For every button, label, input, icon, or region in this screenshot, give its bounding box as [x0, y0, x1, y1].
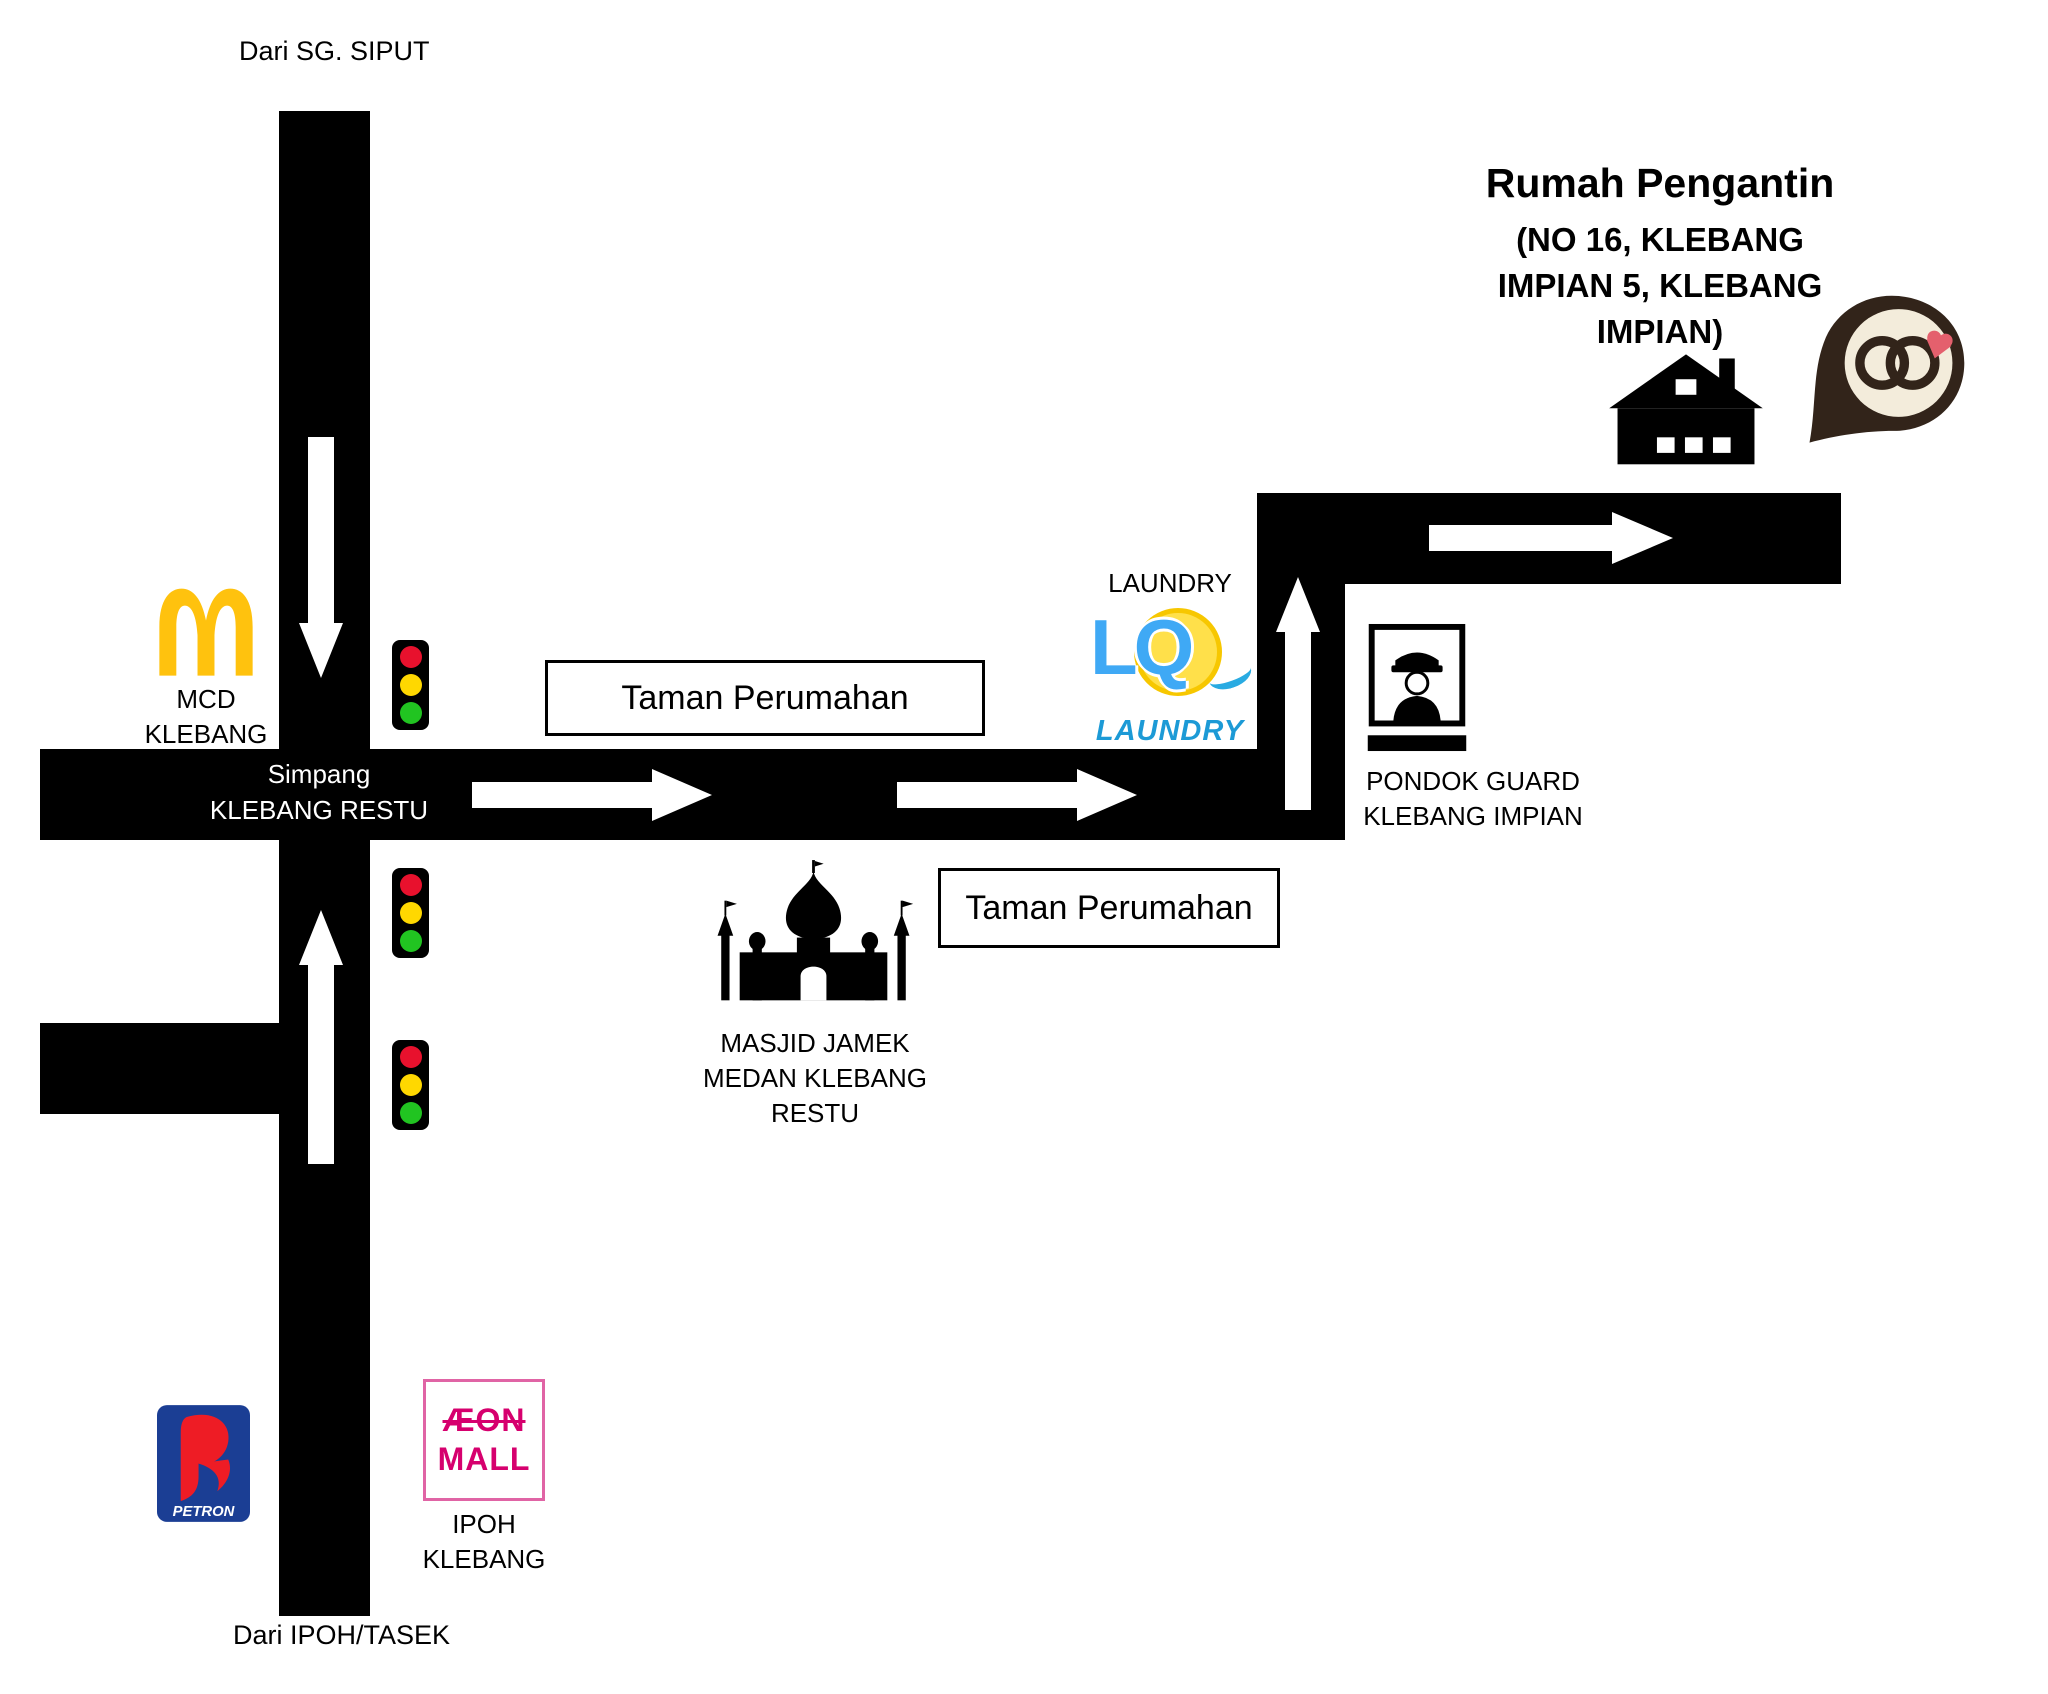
petron-wordmark: PETRON [173, 1504, 235, 1520]
guard-post-caption-line: KLEBANG IMPIAN [1363, 801, 1583, 832]
guard-post-caption-line: PONDOK GUARD [1366, 766, 1580, 796]
traffic-light-red-lamp [399, 874, 422, 896]
road-vertical-main [279, 111, 370, 1616]
laundry-caption: LAUNDRY [1108, 568, 1232, 598]
junction-label-line: KLEBANG RESTU [209, 795, 429, 826]
aeon-wordmark-line: MALL [437, 1441, 531, 1477]
mcd-caption: MCD KLEBANG [139, 682, 273, 752]
aeon-mall-logo: ÆON MALL [423, 1379, 545, 1501]
taman-perumahan-box-bottom: Taman Perumahan [938, 868, 1280, 948]
destination-title: Rumah Pengantin [1485, 160, 1835, 206]
mosque-caption-line: RESTU [770, 1098, 860, 1129]
guard-post-caption: PONDOK GUARD KLEBANG IMPIAN [1358, 764, 1588, 834]
traffic-light-red-lamp [399, 646, 422, 668]
arrow-right-icon [897, 769, 1137, 821]
house-icon [1609, 354, 1763, 465]
origin-top-label: Dari SG. SIPUT [239, 36, 430, 66]
taman-perumahan-box-top: Taman Perumahan [545, 660, 985, 736]
laundry-logo: LQ LAUNDRY [1088, 603, 1256, 747]
arrow-up-icon [1276, 577, 1320, 810]
laundry-logo-circle [1134, 608, 1222, 696]
traffic-light-green-lamp [399, 930, 422, 952]
destination-address-line: IMPIAN) [1596, 313, 1724, 351]
guard-post-icon [1367, 623, 1467, 752]
mosque-caption-line: MEDAN KLEBANG [703, 1063, 927, 1094]
traffic-light-amber-lamp [399, 1074, 422, 1096]
petron-logo: PETRON [157, 1405, 250, 1522]
arrow-right-icon [472, 769, 712, 821]
arrow-right-icon [1429, 512, 1673, 564]
traffic-light-icon [392, 1040, 429, 1130]
traffic-light-icon [392, 868, 429, 958]
destination-address-line: IMPIAN 5, KLEBANG [1497, 267, 1823, 305]
mcd-caption-line: KLEBANG [144, 719, 268, 750]
destination-text-block: Rumah Pengantin (NO 16, KLEBANG IMPIAN 5… [1440, 160, 1880, 356]
traffic-light-green-lamp [399, 702, 422, 724]
mosque-icon [717, 860, 914, 1001]
aeon-wordmark-line: ÆON [442, 1402, 526, 1438]
mcd-caption-line: MCD [176, 684, 236, 714]
junction-label-line: Simpang [267, 759, 371, 789]
aeon-caption: IPOH KLEBANG [422, 1509, 546, 1575]
arrow-up-icon [299, 910, 343, 1164]
origin-bottom-label: Dari IPOH/TASEK [233, 1620, 451, 1650]
mosque-caption: MASJID JAMEK MEDAN KLEBANG RESTU [690, 1026, 940, 1131]
traffic-light-red-lamp [399, 1046, 422, 1068]
wedding-rings-pin-icon [1809, 295, 1965, 443]
laundry-logo-word: LAUNDRY [1095, 715, 1245, 747]
destination-address-line: (NO 16, KLEBANG [1516, 221, 1804, 258]
laundry-logo-letters: LQ [1090, 603, 1194, 691]
mosque-caption-line: MASJID JAMEK [720, 1028, 910, 1058]
traffic-light-green-lamp [399, 1102, 422, 1124]
traffic-light-amber-lamp [399, 902, 422, 924]
mcdonalds-arches-icon [159, 588, 253, 676]
arrow-down-icon [299, 437, 343, 678]
junction-label: Simpang KLEBANG RESTU [199, 756, 439, 829]
traffic-light-amber-lamp [399, 674, 422, 696]
traffic-light-icon [392, 640, 429, 730]
